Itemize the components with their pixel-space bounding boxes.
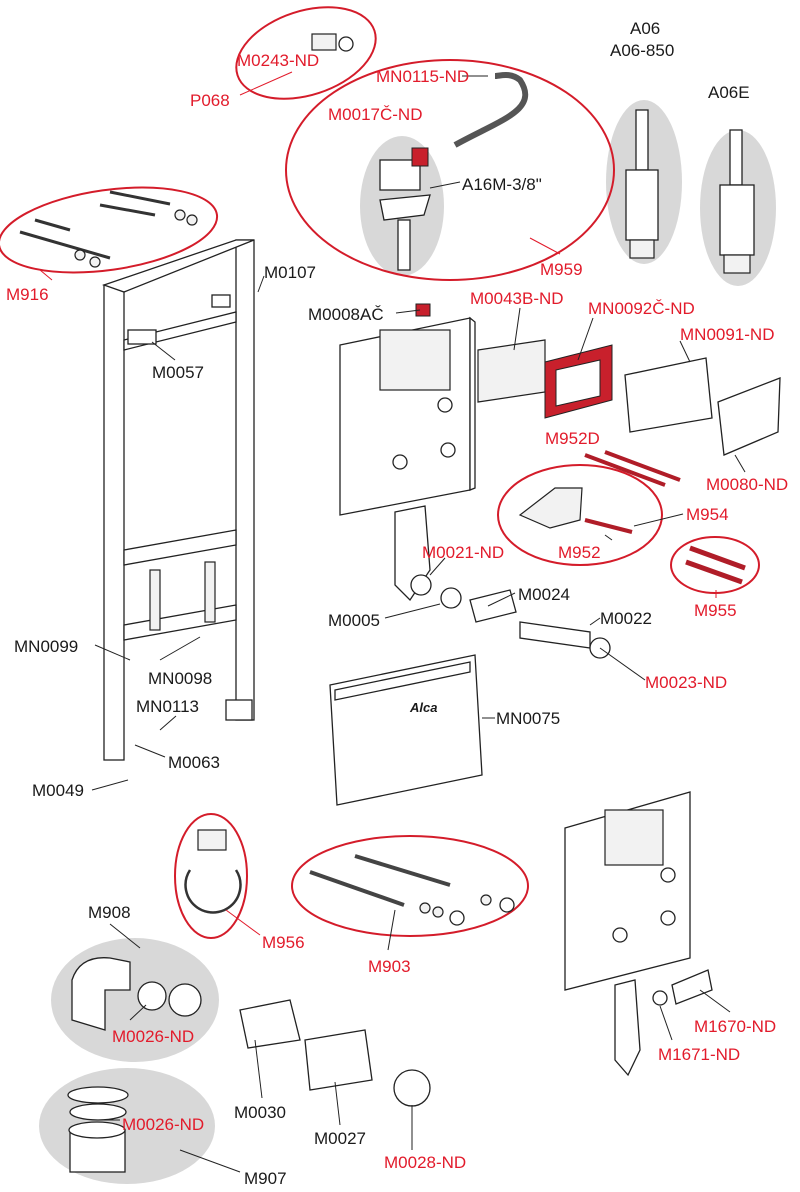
m955-group-ellipse bbox=[670, 536, 760, 594]
label-m952: M952 bbox=[558, 543, 601, 562]
flush-valve-a06e bbox=[719, 129, 755, 274]
cistern-main bbox=[339, 303, 476, 602]
m955-rods bbox=[685, 545, 746, 585]
label-m0005: M0005 bbox=[328, 611, 380, 630]
mounting-frame bbox=[102, 239, 255, 761]
drain-pipes bbox=[410, 574, 611, 659]
leader-lines bbox=[39, 71, 746, 1173]
p068-part bbox=[311, 33, 354, 52]
m903-group-ellipse bbox=[291, 835, 529, 937]
m908-elbow bbox=[71, 957, 202, 1031]
label-mn0091-nd: MN0091-ND bbox=[680, 325, 774, 344]
m916-group-ellipse bbox=[0, 186, 219, 274]
label-m907: M907 bbox=[244, 1169, 287, 1188]
mn0075-cover bbox=[329, 654, 483, 806]
label-mn0115-nd: MN0115-ND bbox=[376, 67, 469, 86]
label-m0063: M0063 bbox=[168, 753, 220, 772]
label-a06e: A06E bbox=[708, 83, 750, 102]
label-m0022: M0022 bbox=[600, 609, 652, 628]
label-m0107: M0107 bbox=[264, 263, 316, 282]
label-m954: M954 bbox=[686, 505, 729, 524]
mn0115-hose bbox=[453, 72, 529, 148]
flush-valve-a06 bbox=[625, 109, 659, 259]
m959-group-ellipse bbox=[285, 59, 615, 281]
label-m0243-nd: M0243-ND bbox=[237, 51, 319, 70]
label-p068: P068 bbox=[190, 91, 230, 110]
label-mn0113: MN0113 bbox=[136, 697, 199, 716]
p068-group-ellipse bbox=[235, 6, 377, 100]
label-mn0098: MN0098 bbox=[148, 669, 212, 688]
mn0091-box bbox=[624, 357, 713, 433]
label-m0043b-nd: M0043B-ND bbox=[470, 289, 564, 308]
label-m0023-nd: M0023-ND bbox=[645, 673, 727, 692]
label-m0026-nd-lower: M0026-ND bbox=[122, 1115, 204, 1134]
label-m0027: M0027 bbox=[314, 1129, 366, 1148]
label-m0008ac: M0008AČ bbox=[308, 305, 384, 324]
label-a06: A06 bbox=[630, 19, 660, 38]
label-a06-850: A06-850 bbox=[610, 41, 674, 60]
m903-screws bbox=[309, 854, 515, 926]
label-m0021-nd: M0021-ND bbox=[422, 543, 504, 562]
m954-lever bbox=[518, 487, 633, 534]
label-mn0099: MN0099 bbox=[14, 637, 78, 656]
label-a16m-3-8: A16M-3/8" bbox=[462, 175, 542, 194]
m907-adapter bbox=[67, 1086, 129, 1173]
label-mn0092c-nd: MN0092Č-ND bbox=[588, 299, 695, 318]
m956-clamp bbox=[184, 829, 242, 914]
label-m908: M908 bbox=[88, 903, 131, 922]
label-m952d: M952D bbox=[545, 429, 600, 448]
label-m1670-nd: M1670-ND bbox=[694, 1017, 776, 1036]
label-m956: M956 bbox=[262, 933, 305, 952]
label-alca-logo: Alca bbox=[409, 700, 437, 715]
fill-valve bbox=[379, 147, 431, 271]
label-m0028-nd: M0028-ND bbox=[384, 1153, 466, 1172]
bottom-pipes bbox=[239, 999, 431, 1107]
m952d-rods bbox=[584, 450, 681, 487]
label-m0057: M0057 bbox=[152, 363, 204, 382]
label-m0017c-nd: M0017Č-ND bbox=[328, 105, 422, 124]
label-m0049: M0049 bbox=[32, 781, 84, 800]
label-m903: M903 bbox=[368, 957, 411, 976]
label-m0030: M0030 bbox=[234, 1103, 286, 1122]
label-m955: M955 bbox=[694, 601, 737, 620]
m916-bolt-set bbox=[19, 190, 198, 268]
m954-group-ellipse bbox=[497, 464, 663, 566]
label-mn0075: MN0075 bbox=[496, 709, 560, 728]
label-m0024: M0024 bbox=[518, 585, 570, 604]
label-m0026-nd-upper: M0026-ND bbox=[112, 1027, 194, 1046]
label-m916: M916 bbox=[6, 285, 49, 304]
m956-group-ellipse bbox=[174, 813, 248, 939]
label-m0080-nd: M0080-ND bbox=[706, 475, 788, 494]
label-m959: M959 bbox=[540, 260, 583, 279]
m0043b-frame bbox=[477, 339, 546, 403]
cistern-lower bbox=[564, 791, 713, 1077]
label-m1671-nd: M1671-ND bbox=[658, 1045, 740, 1064]
m0080-plate bbox=[717, 377, 781, 456]
